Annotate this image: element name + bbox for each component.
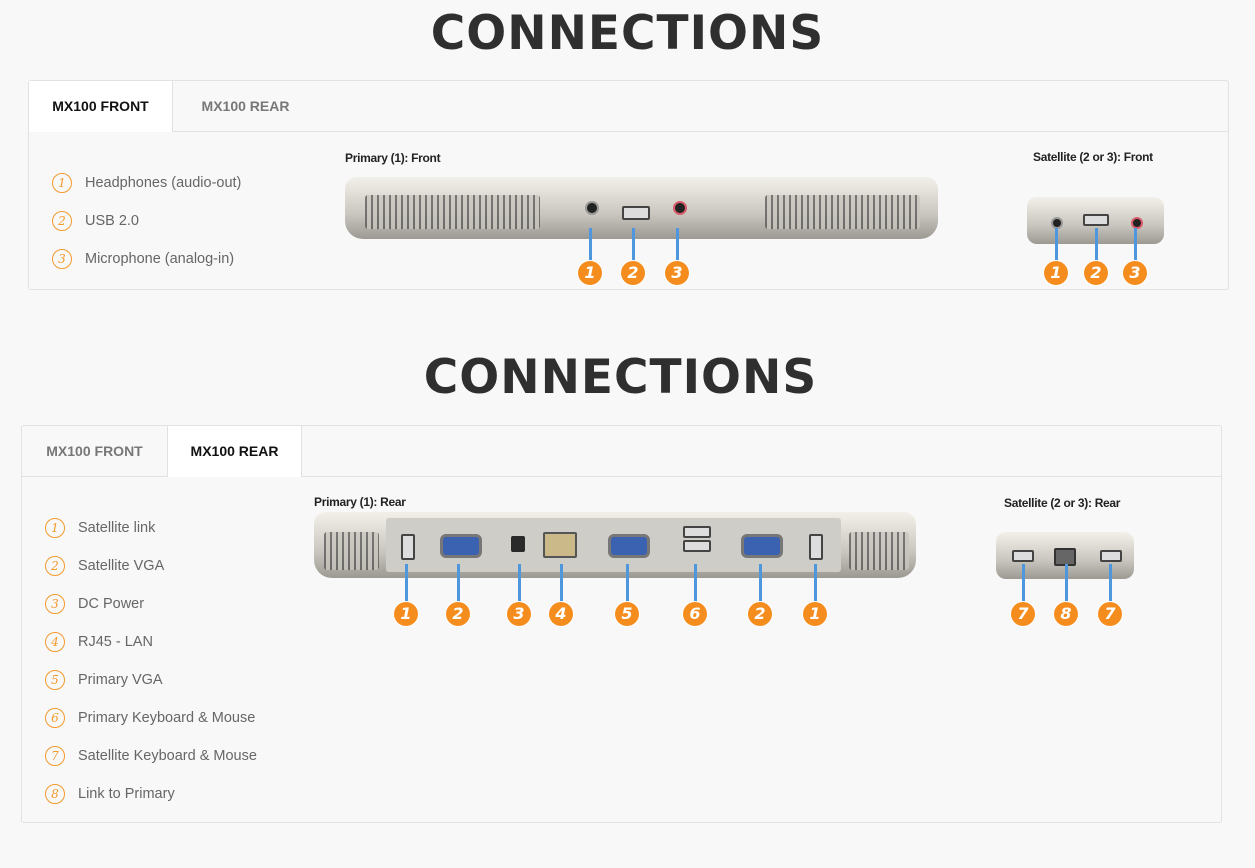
legend-item: 3 Microphone (analog-in)	[52, 249, 241, 287]
callout-badge: 2	[1084, 261, 1108, 285]
legend-item: 1 Headphones (audio-out)	[52, 173, 241, 211]
tab-mx100-front[interactable]: MX100 FRONT	[46, 443, 143, 459]
page-title: CONNECTIONS	[430, 6, 825, 61]
legend-label: USB 2.0	[85, 213, 139, 229]
number-icon: 2	[45, 556, 65, 576]
callout-badge: 5	[615, 602, 639, 626]
primary-caption: Primary (1): Rear	[314, 495, 406, 509]
number-icon: 4	[45, 632, 65, 652]
callout-badge: 7	[1011, 602, 1035, 626]
callout-badge: 1	[1044, 261, 1068, 285]
legend-item: 1 Satellite link	[45, 518, 257, 556]
legend-label: Satellite VGA	[78, 558, 165, 574]
legend-label: Primary VGA	[78, 672, 163, 688]
tab-bar: MX100 FRONT MX100 REAR	[22, 426, 1221, 477]
tab-mx100-front[interactable]: MX100 FRONT	[29, 81, 173, 132]
legend-item: 8 Link to Primary	[45, 784, 257, 822]
legend-label: Link to Primary	[78, 786, 175, 802]
legend-item: 4 RJ45 - LAN	[45, 632, 257, 670]
legend-item: 6 Primary Keyboard & Mouse	[45, 708, 257, 746]
callout-badge: 1	[578, 261, 602, 285]
legend-label: Satellite link	[78, 520, 156, 536]
number-icon: 8	[45, 784, 65, 804]
legend-item: 7 Satellite Keyboard & Mouse	[45, 746, 257, 784]
callout-badge: 1	[803, 602, 827, 626]
connection-legend: 1 Satellite link 2 Satellite VGA 3 DC Power…	[45, 518, 257, 822]
satellite-caption: Satellite (2 or 3): Front	[1033, 150, 1153, 164]
callout-badge: 2	[446, 602, 470, 626]
page-title: CONNECTIONS	[423, 350, 818, 405]
legend-item: 2 Satellite VGA	[45, 556, 257, 594]
callout-badge: 7	[1098, 602, 1122, 626]
number-icon: 6	[45, 708, 65, 728]
number-icon: 3	[52, 249, 72, 269]
legend-item: 3 DC Power	[45, 594, 257, 632]
callout-badge: 3	[507, 602, 531, 626]
number-icon: 7	[45, 746, 65, 766]
legend-item: 2 USB 2.0	[52, 211, 241, 249]
primary-front-device-image	[345, 177, 938, 242]
satellite-caption: Satellite (2 or 3): Rear	[1004, 496, 1121, 510]
number-icon: 1	[45, 518, 65, 538]
connections-front-section: CONNECTIONS MX100 FRONT MX100 REAR 1 Head…	[0, 0, 1255, 300]
tab-mx100-rear[interactable]: MX100 REAR	[201, 98, 290, 114]
primary-caption: Primary (1): Front	[345, 151, 441, 165]
callout-badge: 1	[394, 602, 418, 626]
number-icon: 1	[52, 173, 72, 193]
legend-label: DC Power	[78, 596, 145, 612]
legend-label: Microphone (analog-in)	[85, 251, 235, 267]
callout-badge: 4	[549, 602, 573, 626]
number-icon: 5	[45, 670, 65, 690]
legend-item: 5 Primary VGA	[45, 670, 257, 708]
legend-label: RJ45 - LAN	[78, 634, 153, 650]
legend-label: Primary Keyboard & Mouse	[78, 710, 256, 726]
callout-badge: 8	[1054, 602, 1078, 626]
legend-label: Satellite Keyboard & Mouse	[78, 748, 257, 764]
connections-panel: MX100 FRONT MX100 REAR 1 Headphones (audi…	[28, 80, 1229, 290]
callout-badge: 6	[683, 602, 707, 626]
callout-badge: 2	[621, 261, 645, 285]
number-icon: 3	[45, 594, 65, 614]
tab-mx100-rear[interactable]: MX100 REAR	[167, 426, 302, 477]
connection-legend: 1 Headphones (audio-out) 2 USB 2.0 3 Microp…	[52, 173, 241, 287]
number-icon: 2	[52, 211, 72, 231]
callout-badge: 3	[1123, 261, 1147, 285]
callout-badge: 3	[665, 261, 689, 285]
legend-label: Headphones (audio-out)	[85, 175, 242, 191]
tab-bar: MX100 FRONT MX100 REAR	[29, 81, 1228, 132]
callout-badge: 2	[748, 602, 772, 626]
